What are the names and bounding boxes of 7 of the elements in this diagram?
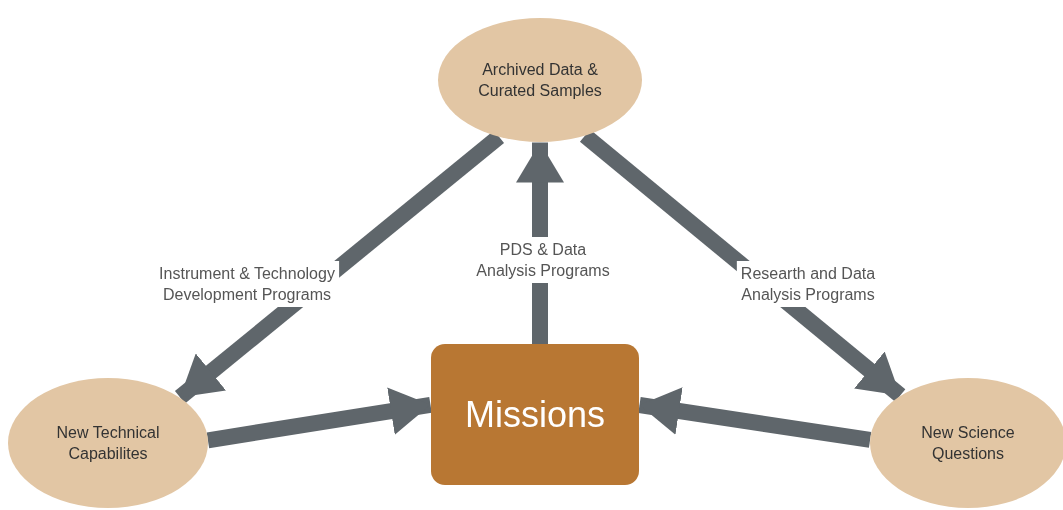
process-box [431,344,639,485]
node-label: Archived Data & Curated Samples [477,60,603,101]
node-label: Missions [465,394,605,435]
node-label: New Science Questions [920,423,1016,464]
node-label: New Technical Capabilites [55,423,161,464]
arrow [206,387,432,449]
arrow [638,387,872,448]
